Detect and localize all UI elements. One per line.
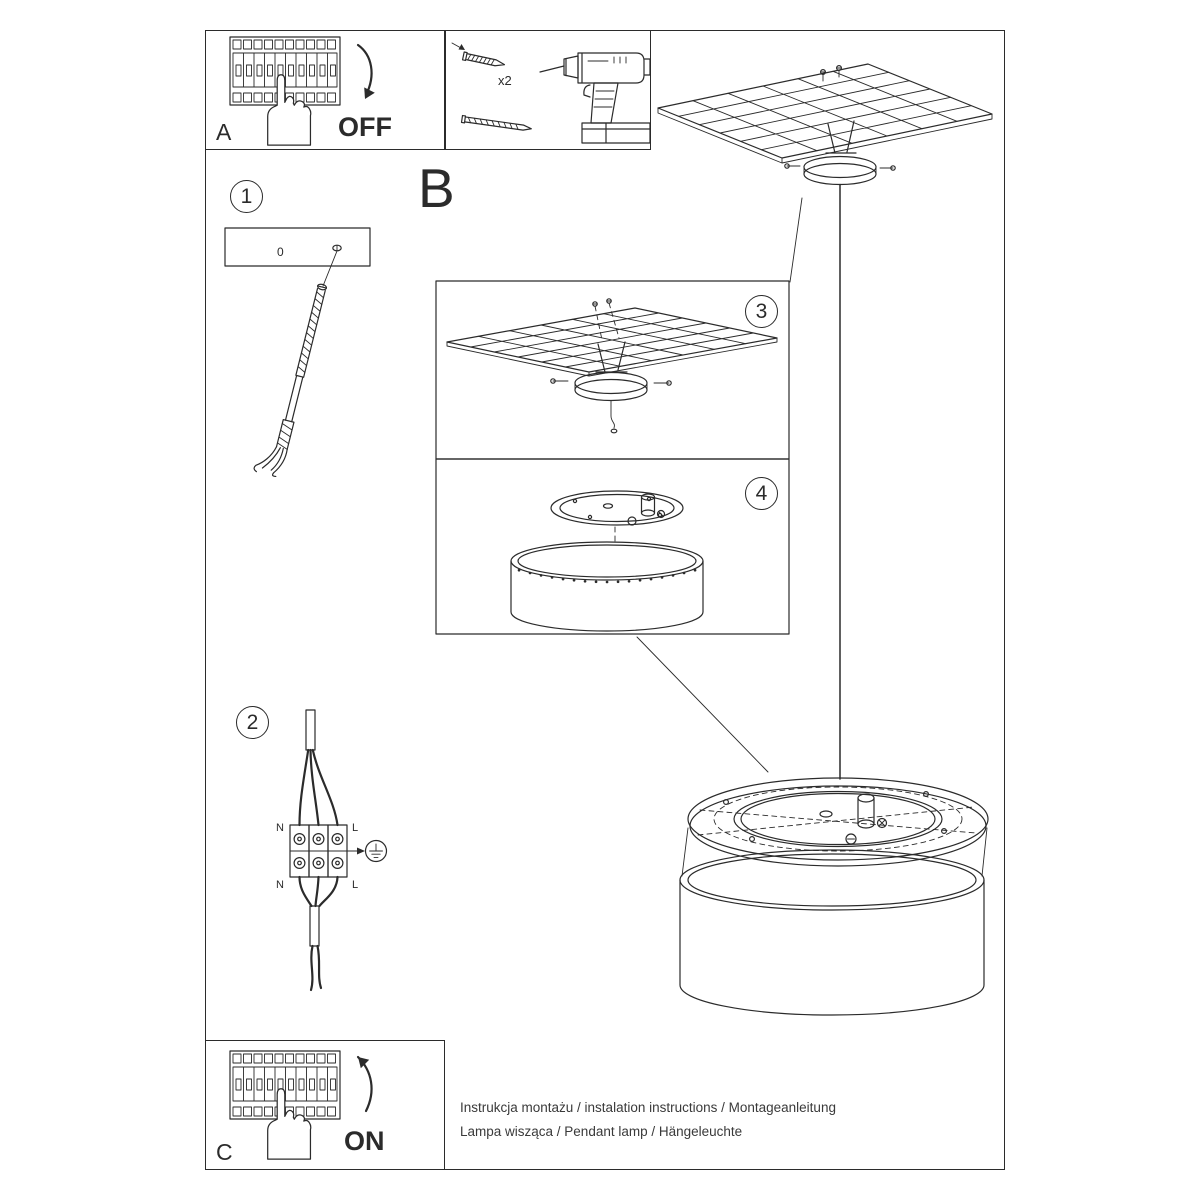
- step-4-illustration: [510, 490, 704, 632]
- step-2-badge: 2: [236, 706, 269, 739]
- drum-shade-small: [510, 541, 704, 632]
- drum-shade: [679, 827, 988, 1016]
- lamp-ring-top-view-small: [550, 490, 684, 526]
- rotate-down-arrow-icon: [356, 43, 375, 99]
- alignment-line: [322, 250, 338, 287]
- pointing-hand-icon: [267, 74, 312, 146]
- ground-symbol: [346, 839, 388, 863]
- section-a-panel: OFF A: [205, 30, 445, 150]
- section-c-label: C: [216, 1139, 233, 1165]
- terminal-label-l-top: L: [352, 822, 358, 834]
- ceiling-canopy: [784, 155, 896, 186]
- pointing-hand-icon: [267, 1088, 312, 1160]
- power-off-illustration: OFF: [229, 36, 392, 146]
- leader-line-bottom: [636, 636, 769, 773]
- section-b-label: B: [418, 157, 455, 219]
- step-4-badge: 4: [745, 477, 778, 510]
- drill-icon: [539, 52, 651, 144]
- step-3-illustration: [446, 298, 778, 434]
- lamp-ring: [687, 777, 989, 867]
- mounting-bracket: [825, 120, 857, 154]
- on-label: ON: [344, 1126, 385, 1156]
- footer-line-2: Lampa wisząca / Pendant lamp / Hängeleuc…: [460, 1123, 743, 1139]
- step-4-box: [435, 458, 790, 635]
- screw-icon: [460, 114, 532, 131]
- plate-zero-mark: 0: [277, 245, 284, 259]
- tools-panel: x2: [445, 30, 651, 150]
- terminal-label-n-top: N: [276, 822, 284, 834]
- ceiling-canopy-small: [550, 371, 672, 434]
- section-c-panel: ON C: [205, 1040, 445, 1170]
- footer-line-1: Instrukcja montażu / instalation instruc…: [460, 1100, 836, 1115]
- step-2-illustration: N L N L: [276, 709, 388, 992]
- quantity-label: x2: [498, 73, 512, 88]
- wall-plug-icon: [461, 51, 506, 67]
- step-1-illustration: 0: [224, 227, 371, 478]
- detail-box: [435, 280, 790, 635]
- terminal-block: [289, 824, 348, 878]
- section-a-label: A: [216, 119, 232, 145]
- power-on-illustration: ON: [229, 1050, 385, 1160]
- cable-grip-small: [627, 493, 666, 526]
- terminal-label-n-bottom: N: [276, 879, 284, 891]
- rotate-up-arrow-icon: [356, 1055, 373, 1113]
- footer: Instrukcja montażu / instalation instruc…: [460, 1096, 836, 1143]
- off-label: OFF: [338, 112, 392, 142]
- tools-illustration: x2: [451, 42, 651, 144]
- insert-arrow-icon: [451, 42, 465, 50]
- main-illustration: [636, 63, 993, 1016]
- ceiling-panel: [657, 63, 993, 164]
- wall-anchor-screw: [253, 283, 328, 478]
- mounting-plate: [224, 227, 371, 267]
- leader-line-top: [789, 197, 803, 283]
- step-3-badge: 3: [745, 295, 778, 328]
- power-cable-bottom: [298, 875, 339, 992]
- terminal-label-l-bottom: L: [352, 879, 358, 891]
- power-cable-top: [298, 709, 339, 827]
- cable-grip: [845, 793, 888, 845]
- step-1-badge: 1: [230, 180, 263, 213]
